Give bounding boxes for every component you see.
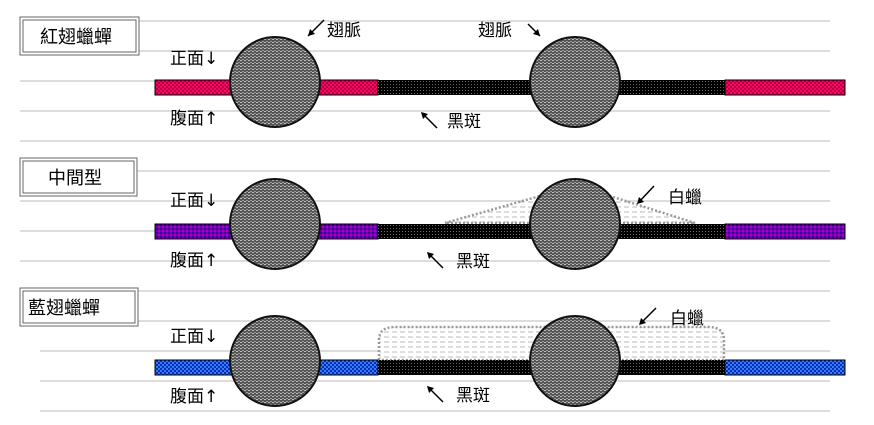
spot-label: 黑斑 [456, 386, 490, 406]
ventral-label: 腹面↑ [170, 387, 218, 407]
section-red-wing: 紅翅蠟蟬 正面↓ 腹面↑ 翅脈 翅脈 黑斑 [19, 16, 846, 132]
vein-label: 翅脈 [478, 21, 512, 41]
front-label: 正面↓ [170, 191, 218, 211]
wing-vein-circle [529, 315, 621, 407]
spot-label: 黑斑 [447, 112, 481, 132]
wing-colored-right [724, 79, 846, 96]
wing-vein-circle [229, 315, 321, 407]
wing-colored-right [724, 359, 846, 376]
wing-vein-circle [229, 178, 321, 270]
vein-label: 翅脈 [327, 21, 361, 41]
wing-vein-circle [529, 178, 621, 270]
front-label: 正面↓ [170, 49, 218, 69]
title-box [19, 287, 139, 327]
wax-label: 白蠟 [670, 309, 704, 329]
title-box [19, 16, 140, 56]
wing-vein-circle [529, 36, 621, 128]
front-label: 正面↓ [170, 327, 218, 347]
wax-label: 白蠟 [668, 188, 702, 208]
title-box [19, 157, 138, 197]
ventral-label: 腹面↑ [170, 109, 218, 129]
section-blue-wing: 藍翅蠟蟬 正面↓ 腹面↑ 白蠟 黑斑 [19, 287, 846, 407]
spot-label: 黑斑 [456, 252, 490, 272]
section-title: 紅翅蠟蟬 [40, 27, 112, 48]
section-intermediate: 中間型 正面↓ 腹面↑ 白蠟 黑斑 [19, 157, 846, 272]
ventral-label: 腹面↑ [170, 251, 218, 271]
section-title: 中間型 [48, 168, 102, 189]
wing-colored-right [724, 223, 846, 240]
section-title: 藍翅蠟蟬 [28, 298, 100, 319]
wing-vein-circle [229, 36, 321, 128]
ruled-lines [20, 20, 830, 412]
